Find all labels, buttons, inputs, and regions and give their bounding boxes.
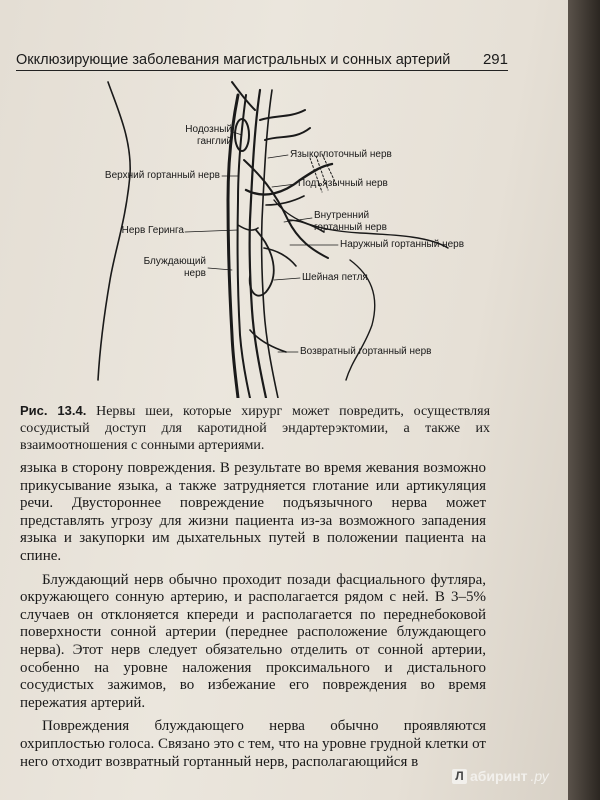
- label-hering-nerve: Нерв Геринга: [121, 225, 184, 236]
- label-vagus: Блуждающий нерв: [130, 256, 206, 280]
- labirint-watermark: Л абиринт.ру: [452, 768, 549, 784]
- paragraph: Блуждающий нерв обычно проходит позади ф…: [20, 571, 486, 711]
- label-nodose-line2: ганглий: [197, 136, 232, 147]
- figure-caption: Рис. 13.4. Нервы шеи, которые хирург мож…: [20, 402, 490, 454]
- label-internal-laryngeal: Внутренний гортанный нерв: [314, 210, 387, 234]
- caption-text: Нервы шеи, которые хирург может повредит…: [20, 404, 491, 453]
- caption-label: Рис. 13.4.: [20, 403, 87, 418]
- body-text: языка в сторону повреждения. В результат…: [20, 460, 486, 777]
- label-external-laryngeal: Наружный гортанный нерв: [340, 239, 465, 250]
- watermark-brand: абиринт: [470, 768, 528, 784]
- label-internal-line2: гортанный нерв: [314, 222, 387, 233]
- label-nodose-line1: Нодозный: [185, 124, 232, 135]
- running-header: Окклюзирующие заболевания магистральных …: [16, 46, 508, 71]
- label-hypoglossal: Подъязычный нерв: [298, 178, 388, 189]
- figure-neck-nerves: Нодозный ганглий Верхний гортанный нерв …: [60, 80, 480, 398]
- label-vagus-line1: Блуждающий: [143, 256, 206, 267]
- page-edge-shadow: [568, 0, 600, 800]
- label-internal-line1: Внутренний: [314, 210, 370, 221]
- header-title: Окклюзирующие заболевания магистральных …: [16, 52, 451, 68]
- page-number: 291: [482, 51, 508, 68]
- paragraph: языка в сторону повреждения. В результат…: [20, 460, 486, 564]
- label-glossopharyngeal: Языкоглоточный нерв: [290, 149, 392, 160]
- neck-nerves-illustration: [97, 81, 449, 398]
- label-ansa-cervicalis: Шейная петля: [302, 272, 368, 283]
- label-nodose-ganglion: Нодозный ганглий: [156, 124, 232, 148]
- watermark-logo-icon: Л: [452, 768, 467, 784]
- paragraph: Повреждения блуждающего нерва обычно про…: [20, 718, 486, 770]
- watermark-domain: .ру: [530, 768, 549, 784]
- label-vagus-line2: нерв: [184, 268, 206, 279]
- label-recurrent-laryngeal: Возвратный гортанный нерв: [300, 346, 432, 357]
- book-page: Окклюзирующие заболевания магистральных …: [0, 0, 568, 800]
- label-superior-laryngeal: Верхний гортанный нерв: [104, 170, 220, 181]
